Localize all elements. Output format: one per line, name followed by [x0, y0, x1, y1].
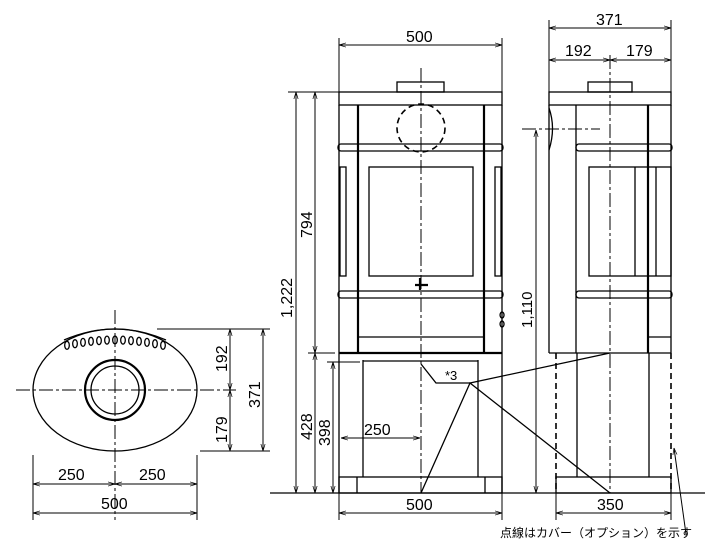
dim-179: 179 — [214, 416, 231, 443]
vent-hole — [64, 340, 70, 350]
callout-3: *3 — [445, 368, 457, 383]
leader-lines — [420, 352, 611, 494]
vent-hole — [136, 336, 142, 346]
dim-250: 250 — [364, 422, 391, 439]
base-plate — [555, 476, 672, 494]
vent-hole — [96, 335, 102, 346]
front-view: *3 500 1,222 794 428 398 250 500 — [279, 29, 611, 520]
dim-250-right: 250 — [139, 467, 166, 484]
vent-hole — [80, 337, 86, 348]
vent-hole — [72, 339, 78, 349]
dim-1110: 1,110 — [519, 292, 536, 328]
dim-179: 179 — [626, 43, 653, 60]
dim-250-left: 250 — [58, 467, 85, 484]
dim-350: 350 — [597, 497, 624, 514]
vent-hole — [88, 336, 94, 346]
dim-371: 371 — [247, 381, 264, 408]
dim-794: 794 — [299, 211, 316, 238]
dim-192: 192 — [214, 345, 231, 372]
dim-398: 398 — [317, 419, 334, 446]
vent-hole — [120, 335, 126, 345]
vent-hole — [152, 339, 158, 349]
note-dashed-cover: 点線はカバー（オプション）を示す — [500, 525, 692, 540]
vent-hole — [104, 335, 110, 345]
top-view: 192 179 371 250 250 500 — [16, 310, 270, 520]
vent-hole — [160, 340, 166, 350]
dim-371: 371 — [596, 12, 623, 29]
dim-428: 428 — [299, 413, 316, 440]
vent-hole — [144, 337, 150, 348]
dim-1222: 1,222 — [279, 278, 296, 318]
dim-192: 192 — [565, 43, 592, 60]
dim-top-500: 500 — [406, 29, 433, 46]
dim-500: 500 — [101, 496, 128, 513]
vent-hole — [128, 335, 134, 346]
base-plate — [338, 476, 503, 494]
dim-bottom-500: 500 — [406, 497, 433, 514]
ash-drawer-outline — [420, 363, 470, 384]
side-window — [588, 166, 672, 277]
hinge — [499, 311, 505, 328]
side-view: 371 192 179 1,110 350 — [519, 12, 687, 535]
